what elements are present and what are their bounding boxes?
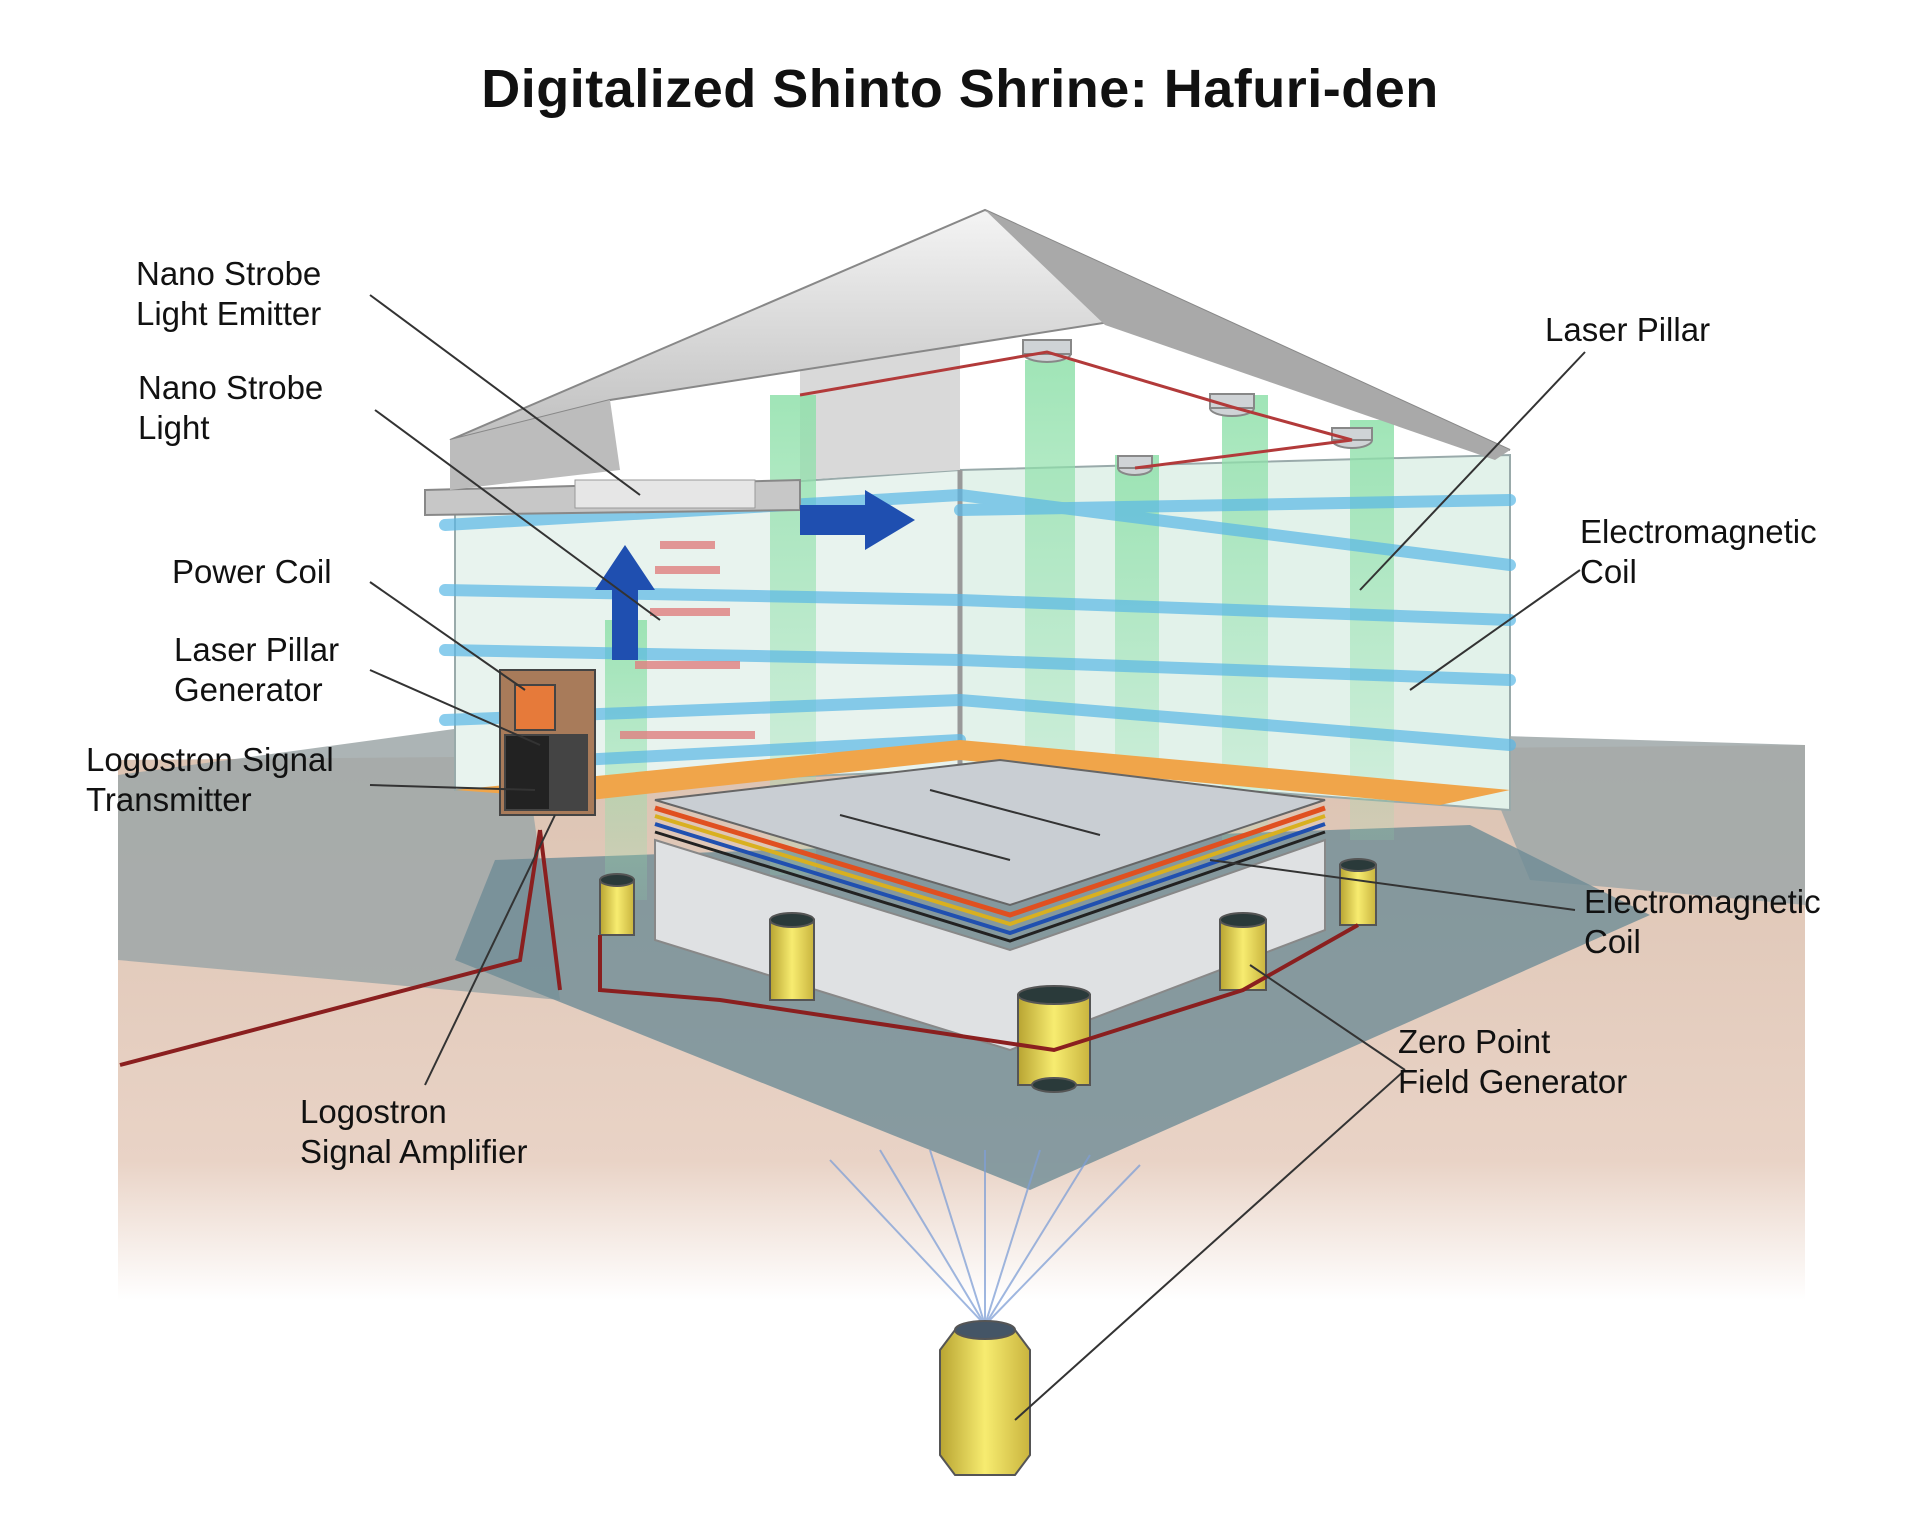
label-zero-point-field-generator: Zero Point Field Generator <box>1398 1023 1628 1100</box>
label-laser-pillar: Laser Pillar <box>1545 311 1711 348</box>
label-laser-pillar-generator: Laser Pillar Generator <box>174 631 340 708</box>
floor-platform <box>455 740 1510 1052</box>
label-power-coil: Power Coil <box>172 553 332 590</box>
control-cabinet <box>499 669 596 816</box>
label-electromagnetic-coil-lower: Electromagnetic Coil <box>1584 883 1821 960</box>
laser-beams <box>439 489 1516 766</box>
ceiling-wiring <box>799 350 1353 470</box>
ground-wiring <box>119 829 1359 1067</box>
label-nano-strobe-light-emitter: Nano Strobe Light Emitter <box>136 255 322 332</box>
label-nano-strobe-light: Nano Strobe Light <box>138 369 324 446</box>
label-logostron-signal-amplifier: Logostron Signal Amplifier <box>300 1093 528 1170</box>
diagram-title: Digitalized Shinto Shrine: Hafuri-den <box>481 59 1439 119</box>
strobe-lines <box>620 541 755 739</box>
label-logostron-signal-transmitter: Logostron Signal Transmitter <box>86 741 334 818</box>
roof <box>424 208 1511 517</box>
label-electromagnetic-coil-upper: Electromagnetic Coil <box>1580 513 1817 590</box>
energy-flow-arrows <box>595 490 915 660</box>
energy-rays <box>829 1149 1141 1326</box>
leader-lines <box>369 294 1586 1421</box>
